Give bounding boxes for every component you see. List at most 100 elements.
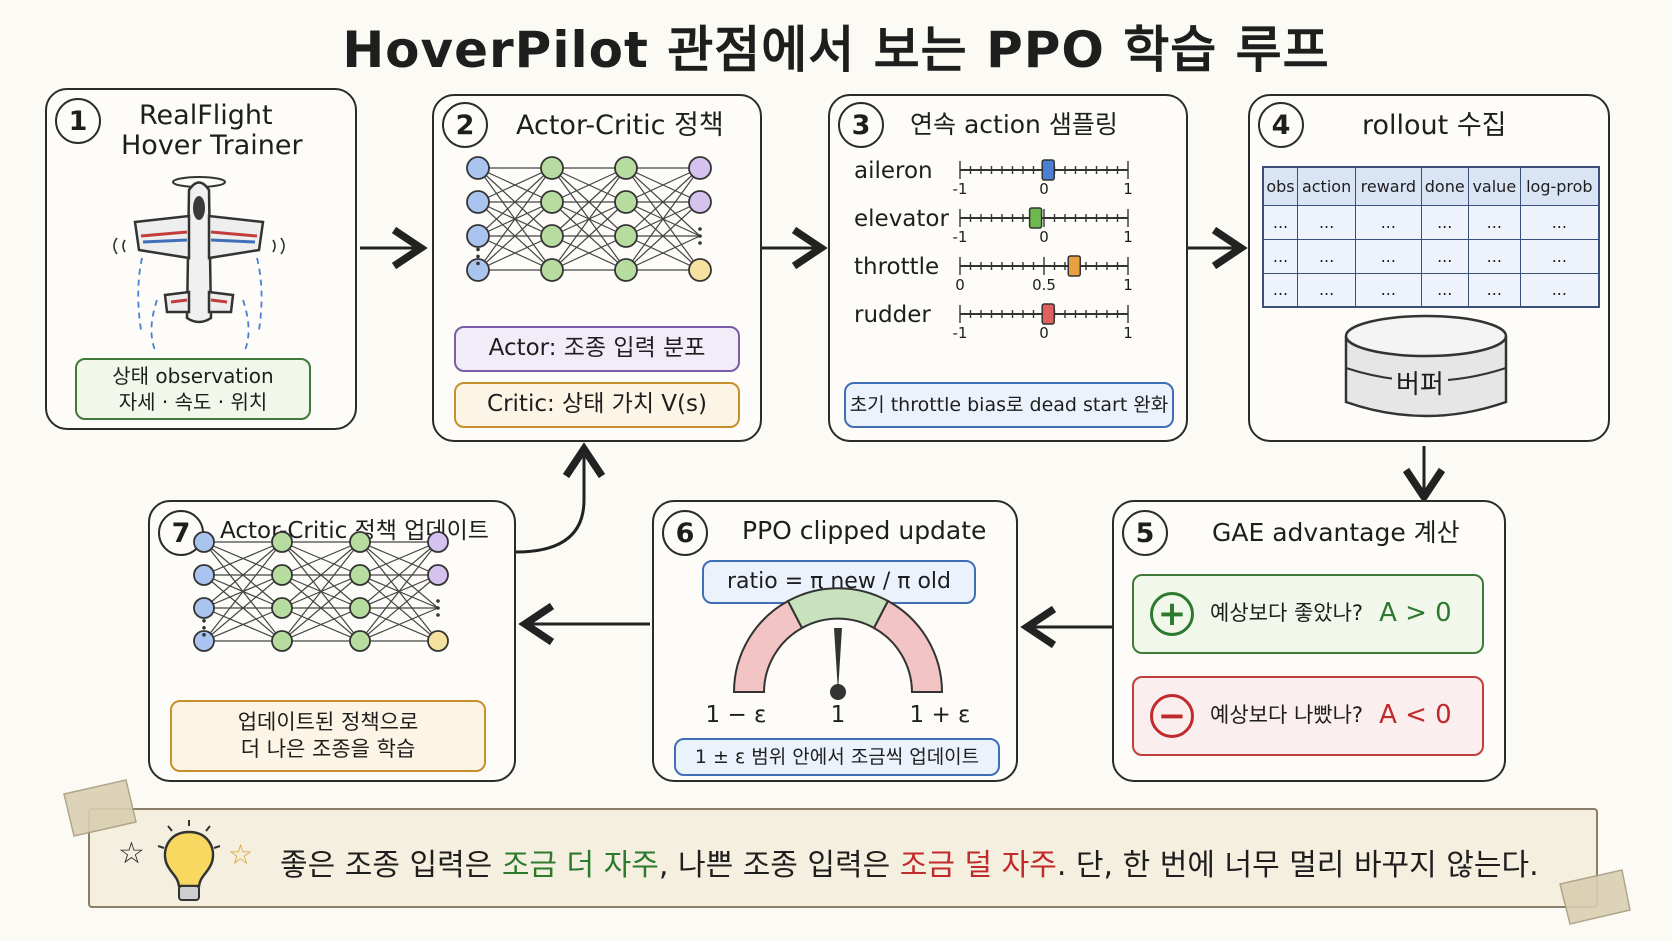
slider-elevator[interactable] xyxy=(830,207,1190,248)
slider-tick-label: 0 xyxy=(955,276,965,294)
step6-title: PPO clipped update xyxy=(742,516,987,545)
observation-pill: 상태 observation 자세 · 속도 · 위치 xyxy=(75,358,311,420)
network-node xyxy=(614,190,638,214)
network-edge xyxy=(203,541,283,609)
observation-line1: 상태 observation xyxy=(112,364,274,388)
table-row: .................. xyxy=(1262,204,1600,240)
network-edge xyxy=(551,201,627,271)
step6-number: 6 xyxy=(662,510,708,556)
table-cell: ... xyxy=(1420,204,1469,240)
ellipsis-dot xyxy=(436,613,440,617)
step2-title: Actor-Critic 정책 xyxy=(516,110,724,141)
plus-icon: + xyxy=(1150,592,1194,636)
step5-number: 5 xyxy=(1122,510,1168,556)
network-node xyxy=(614,156,638,180)
table-cell: ... xyxy=(1467,272,1521,308)
network-node xyxy=(466,258,490,282)
network-edge xyxy=(281,574,361,642)
step4-title: rollout 수집 xyxy=(1362,110,1507,141)
network-edge xyxy=(477,167,553,203)
network-node xyxy=(688,258,712,282)
slider-rudder[interactable] xyxy=(830,303,1190,344)
slider-tick-label: -1 xyxy=(952,228,968,246)
gauge-mid-label: 1 xyxy=(830,702,846,728)
slider-tick-label: 1 xyxy=(1123,276,1133,294)
network-node xyxy=(427,531,449,553)
gauge-low-label: 1 − ε xyxy=(705,702,767,728)
observation-line2: 자세 · 속도 · 위치 xyxy=(118,390,268,414)
step6-card: 6 PPO clipped update ratio = π new / π o… xyxy=(652,500,1018,782)
star-icon: ☆ xyxy=(118,836,145,871)
network-node xyxy=(614,224,638,248)
slider-throttle[interactable] xyxy=(830,255,1190,296)
slider-label-elevator: elevator xyxy=(854,206,949,232)
summary-banner: ☆ ☆ 좋은 조종 입력은 조금 더 자주, 나쁜 조종 입력은 조금 덜 자주… xyxy=(63,779,1631,925)
network-edge xyxy=(203,541,283,642)
network-node xyxy=(193,531,215,553)
critic-pill: Critic: 상태 가치 V(s) xyxy=(454,382,740,428)
slider-handle-throttle xyxy=(1067,255,1081,277)
update-note-line1: 업데이트된 정책으로 xyxy=(237,709,419,734)
network-node xyxy=(271,531,293,553)
network-node xyxy=(427,564,449,586)
table-cell: ... xyxy=(1296,272,1357,308)
network-node xyxy=(271,564,293,586)
lightbulb-icon xyxy=(157,820,221,901)
negative-question: 예상보다 나빴나? xyxy=(1210,703,1364,728)
slider-aileron[interactable] xyxy=(830,159,1190,200)
ellipsis-dot xyxy=(436,599,440,603)
slider-tick-label: -1 xyxy=(952,180,968,198)
minus-icon: − xyxy=(1150,694,1194,738)
slider-tick-label: 1 xyxy=(1123,228,1133,246)
summary-part1: 좋은 조종 입력은 xyxy=(280,848,502,883)
network-node xyxy=(540,224,564,248)
slider-tick-label: 1 xyxy=(1123,180,1133,198)
ellipsis-dot xyxy=(698,227,702,231)
positive-formula: A > 0 xyxy=(1379,598,1452,629)
slider-handle-elevator xyxy=(1028,207,1043,229)
network-edge xyxy=(359,574,439,642)
table-cell: ... xyxy=(1296,238,1357,274)
network-edge xyxy=(551,167,627,203)
summary-good: 조금 더 자주 xyxy=(501,848,659,883)
clip-range-note: 1 ± ε 범위 안에서 조금씩 업데이트 xyxy=(674,738,1000,776)
network-edge xyxy=(281,541,361,576)
positive-advantage-box: + 예상보다 좋았나? A > 0 xyxy=(1132,574,1484,654)
slider-tick-label: 0 xyxy=(1039,228,1049,246)
network-edge xyxy=(359,541,439,609)
gauge-high-label: 1 + ε xyxy=(909,702,971,728)
network-edge xyxy=(625,201,701,271)
network-node xyxy=(193,630,215,652)
network-node xyxy=(427,630,449,652)
negative-formula: A < 0 xyxy=(1379,700,1452,731)
summary-text: 좋은 조종 입력은 조금 더 자주, 나쁜 조종 입력은 조금 덜 자주. 단,… xyxy=(280,840,1539,884)
network-edge xyxy=(359,541,439,642)
negative-advantage-box: − 예상보다 나빴나? A < 0 xyxy=(1132,676,1484,756)
ellipsis-dot xyxy=(436,606,440,610)
network-edge xyxy=(359,607,439,642)
updated-network-diagram xyxy=(193,531,449,652)
network-edge xyxy=(477,235,553,271)
step2-card: 2 Actor-Critic 정책 Actor: 조종 입력 분포 Critic… xyxy=(432,94,762,442)
network-edge xyxy=(477,167,553,271)
network-node xyxy=(540,190,564,214)
network-node xyxy=(349,597,371,619)
slider-label-throttle: throttle xyxy=(854,254,940,280)
network-node xyxy=(466,190,490,214)
network-edge xyxy=(551,167,627,237)
network-node xyxy=(349,531,371,553)
table-row: .................. xyxy=(1262,272,1600,308)
update-note: 업데이트된 정책으로 더 나은 조종을 학습 xyxy=(170,700,486,772)
step1-title-line2: Hover Trainer xyxy=(121,130,303,161)
network-edge xyxy=(625,167,701,237)
network-edge xyxy=(203,541,283,576)
buffer-label: 버퍼 xyxy=(1392,364,1448,401)
slider-tick-label: 0 xyxy=(1039,324,1049,342)
table-cell: ... xyxy=(1519,204,1600,240)
network-node xyxy=(540,156,564,180)
slider-tick-label: -1 xyxy=(952,324,968,342)
table-cell: ... xyxy=(1467,204,1521,240)
ellipsis-dot xyxy=(202,619,206,623)
